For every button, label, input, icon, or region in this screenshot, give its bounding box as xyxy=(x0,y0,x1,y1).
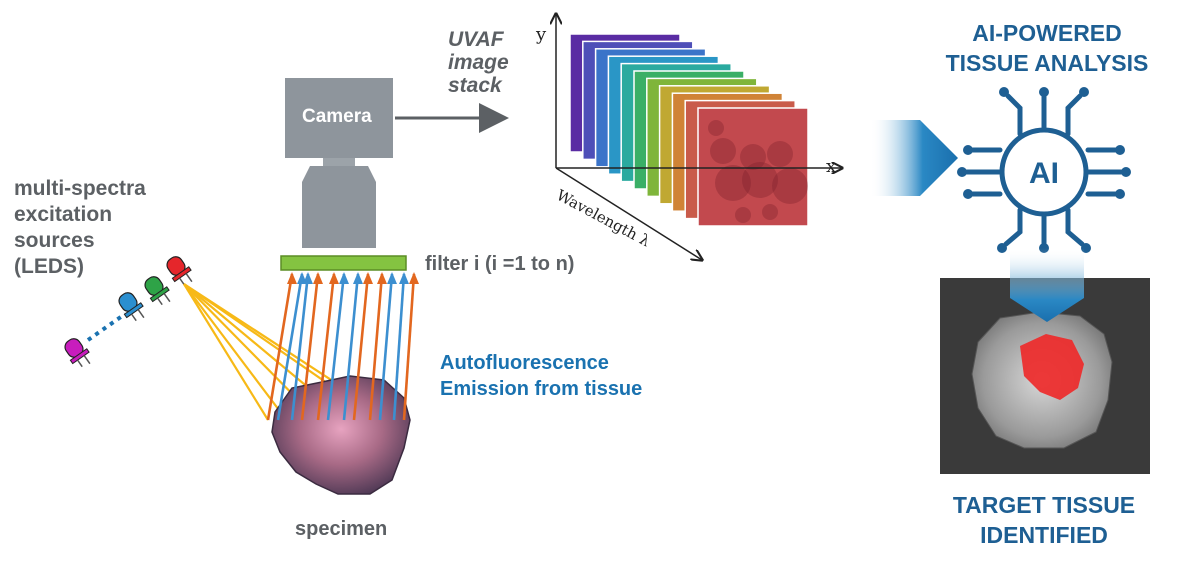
emission-arrowhead xyxy=(377,272,387,284)
autofluorescence-line: Emission from tissue xyxy=(440,378,643,400)
uvaf-label-line: image xyxy=(448,51,509,74)
axis-y-label: y xyxy=(536,24,547,45)
led-lead xyxy=(185,273,193,283)
uvaf-stack-label: UVAF image stack xyxy=(448,28,509,97)
filter-bar xyxy=(280,255,407,271)
filter-label: filter i (i =1 to n) xyxy=(425,253,575,275)
led-rim xyxy=(69,348,90,365)
stack-texture xyxy=(767,141,793,167)
axis-x-label: x xyxy=(826,156,837,177)
emission-arrowhead xyxy=(313,272,323,284)
led-rim xyxy=(149,286,170,303)
axis-wavelength-line xyxy=(555,167,702,260)
uvaf-label-line: stack xyxy=(448,74,502,97)
emission-ray xyxy=(368,273,384,421)
ai-analysis-title: AI-POWERED TISSUE ANALYSIS xyxy=(926,18,1168,78)
leds-label-line: multi-spectra xyxy=(14,177,146,200)
stack-texture xyxy=(708,120,724,136)
emission-arrowhead xyxy=(339,272,349,284)
ai-title-line: TISSUE ANALYSIS xyxy=(945,50,1149,76)
emission-ray xyxy=(326,273,346,421)
target-label-line: TARGET TISSUE xyxy=(952,492,1136,518)
emission-ray xyxy=(300,273,320,421)
target-tissue-label: TARGET TISSUE IDENTIFIED xyxy=(926,490,1162,550)
leds-label: multi-spectra excitation sources (LEDS) xyxy=(14,176,146,280)
led-lead xyxy=(163,293,171,303)
led-dotted-line xyxy=(86,312,127,342)
emission-ray xyxy=(266,273,294,421)
emission-arrowhead xyxy=(387,272,397,284)
led-icon xyxy=(166,256,193,286)
emission-ray xyxy=(276,273,304,421)
led-icon xyxy=(144,276,171,306)
emission-arrowhead xyxy=(363,272,373,284)
led-icon xyxy=(64,338,91,368)
autofluorescence-label: Autofluorescence Emission from tissue xyxy=(440,350,642,402)
emission-ray xyxy=(392,273,406,421)
stack-texture xyxy=(715,165,751,201)
target-region-highlight xyxy=(1020,334,1084,400)
emission-arrowhead xyxy=(399,272,409,284)
led-lead xyxy=(156,297,163,306)
ai-title-line: AI-POWERED xyxy=(972,20,1122,46)
stack-texture xyxy=(735,207,751,223)
ai-chip-label: AI xyxy=(1029,157,1059,190)
emission-ray xyxy=(352,273,370,421)
emission-rays xyxy=(266,272,419,421)
led-group xyxy=(64,256,193,368)
emission-arrowhead xyxy=(329,272,339,284)
stack-texture xyxy=(710,138,736,164)
emission-ray xyxy=(290,273,310,421)
uvaf-label-line: UVAF xyxy=(448,28,504,51)
led-rim xyxy=(171,266,192,283)
arrow-down-icon xyxy=(1010,248,1084,322)
stack-texture xyxy=(742,162,778,198)
emission-arrowhead xyxy=(353,272,363,284)
emission-arrowhead xyxy=(303,272,313,284)
leds-label-line: (LEDS) xyxy=(14,255,84,278)
autofluorescence-line: Autofluorescence xyxy=(440,352,609,374)
target-label-line: IDENTIFIED xyxy=(980,522,1108,548)
led-icon xyxy=(118,292,145,322)
stack-texture xyxy=(740,144,766,170)
stack-layer xyxy=(697,107,809,227)
emission-ray xyxy=(402,273,416,421)
specimen-label: specimen xyxy=(295,518,388,540)
led-lead xyxy=(83,355,91,365)
emission-ray xyxy=(342,273,360,421)
led-lead xyxy=(76,359,83,368)
camera-body xyxy=(285,78,393,248)
led-rim xyxy=(123,302,144,319)
emission-arrowhead xyxy=(409,272,419,284)
arrow-right-icon xyxy=(870,120,958,196)
excitation-ray xyxy=(183,283,289,423)
stack-texture xyxy=(772,168,808,204)
led-lead xyxy=(178,277,185,286)
emission-ray xyxy=(378,273,394,421)
emission-arrowhead xyxy=(287,272,297,284)
specimen-tissue xyxy=(271,375,411,495)
stack-texture xyxy=(762,204,778,220)
leds-label-line: excitation xyxy=(14,203,113,226)
camera-label: Camera xyxy=(302,106,372,127)
ai-brain-circuit-icon xyxy=(957,87,1131,253)
leds-label-line: sources xyxy=(14,229,95,252)
led-lead xyxy=(137,309,145,319)
emission-ray xyxy=(316,273,336,421)
led-lead xyxy=(130,313,137,322)
excitation-ray xyxy=(183,283,269,421)
uvaf-image-stack xyxy=(569,33,809,227)
